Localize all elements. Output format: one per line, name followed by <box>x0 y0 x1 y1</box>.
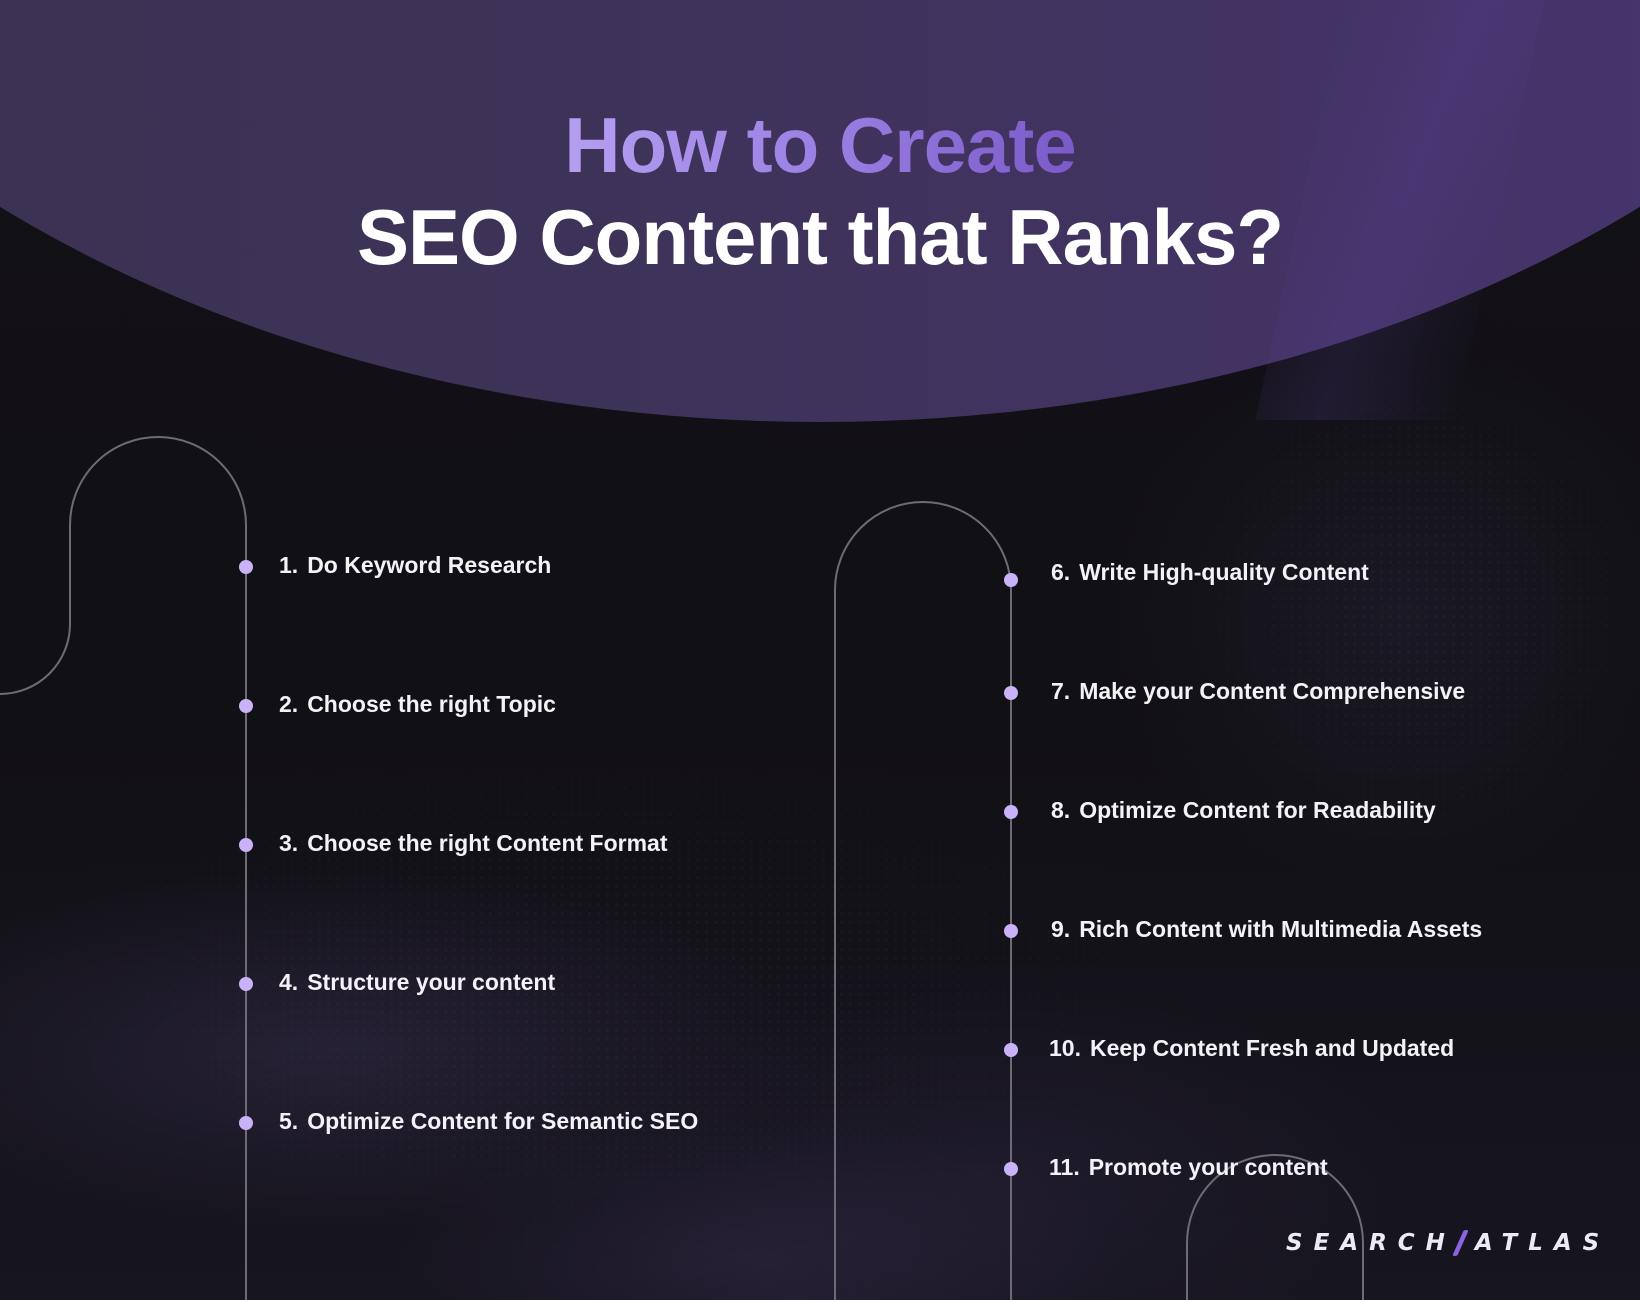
step-number: 6. <box>1051 559 1071 585</box>
logo-text-search: SEARCH <box>1286 1230 1456 1256</box>
logo-text-atlas: ATLAS <box>1474 1230 1611 1256</box>
timeline-dot <box>239 699 253 713</box>
title-line-2: SEO Content that Ranks? <box>356 193 1284 281</box>
step-label: Do Keyword Research <box>307 552 552 578</box>
title-line-1: How to Create <box>564 101 1076 189</box>
step-label: Make your Content Comprehensive <box>1079 678 1466 704</box>
timeline-dot <box>1004 805 1018 819</box>
step-item-7: 7. Make your Content Comprehensive <box>1051 678 1465 705</box>
step-label: Choose the right Content Format <box>307 830 668 856</box>
step-item-9: 9. Rich Content with Multimedia Assets <box>1051 916 1482 943</box>
step-label: Optimize Content for Readability <box>1079 797 1436 823</box>
step-item-4: 4. Structure your content <box>279 969 555 996</box>
step-number: 7. <box>1051 678 1071 704</box>
timeline-dot <box>239 560 253 574</box>
step-item-5: 5. Optimize Content for Semantic SEO <box>279 1108 698 1135</box>
timeline-dot <box>1004 924 1018 938</box>
step-item-11: 11. Promote your content <box>1049 1154 1328 1181</box>
search-atlas-logo: SEARCH ATLAS <box>1286 1230 1610 1256</box>
timeline-dot <box>1004 686 1018 700</box>
timeline-dot <box>239 1116 253 1130</box>
step-item-10: 10. Keep Content Fresh and Updated <box>1049 1035 1454 1062</box>
step-number: 2. <box>279 691 299 717</box>
timeline-dot <box>1004 573 1018 587</box>
step-label: Rich Content with Multimedia Assets <box>1079 916 1483 942</box>
step-item-8: 8. Optimize Content for Readability <box>1051 797 1436 824</box>
step-number: 3. <box>279 830 299 856</box>
step-number: 10. <box>1049 1035 1081 1061</box>
right-timeline-path <box>834 501 1012 1300</box>
step-label: Promote your content <box>1088 1154 1328 1180</box>
timeline-dot <box>239 977 253 991</box>
step-number: 11. <box>1049 1154 1080 1180</box>
step-number: 1. <box>279 552 299 578</box>
step-number: 8. <box>1051 797 1071 823</box>
step-label: Keep Content Fresh and Updated <box>1089 1035 1455 1061</box>
step-number: 5. <box>279 1108 299 1134</box>
left-timeline-path <box>0 436 247 1300</box>
decorative-arch <box>1186 1154 1364 1300</box>
step-item-1: 1. Do Keyword Research <box>279 552 551 579</box>
step-item-3: 3. Choose the right Content Format <box>279 830 668 857</box>
step-item-2: 2. Choose the right Topic <box>279 691 556 718</box>
step-item-6: 6. Write High-quality Content <box>1051 559 1369 586</box>
step-label: Write High-quality Content <box>1079 559 1369 585</box>
step-label: Optimize Content for Semantic SEO <box>307 1108 699 1134</box>
step-number: 9. <box>1051 916 1071 942</box>
step-label: Structure your content <box>307 969 556 995</box>
step-number: 4. <box>279 969 299 995</box>
step-label: Choose the right Topic <box>307 691 556 717</box>
timeline-dot <box>239 838 253 852</box>
timeline-dot <box>1004 1162 1018 1176</box>
timeline-dot <box>1004 1043 1018 1057</box>
